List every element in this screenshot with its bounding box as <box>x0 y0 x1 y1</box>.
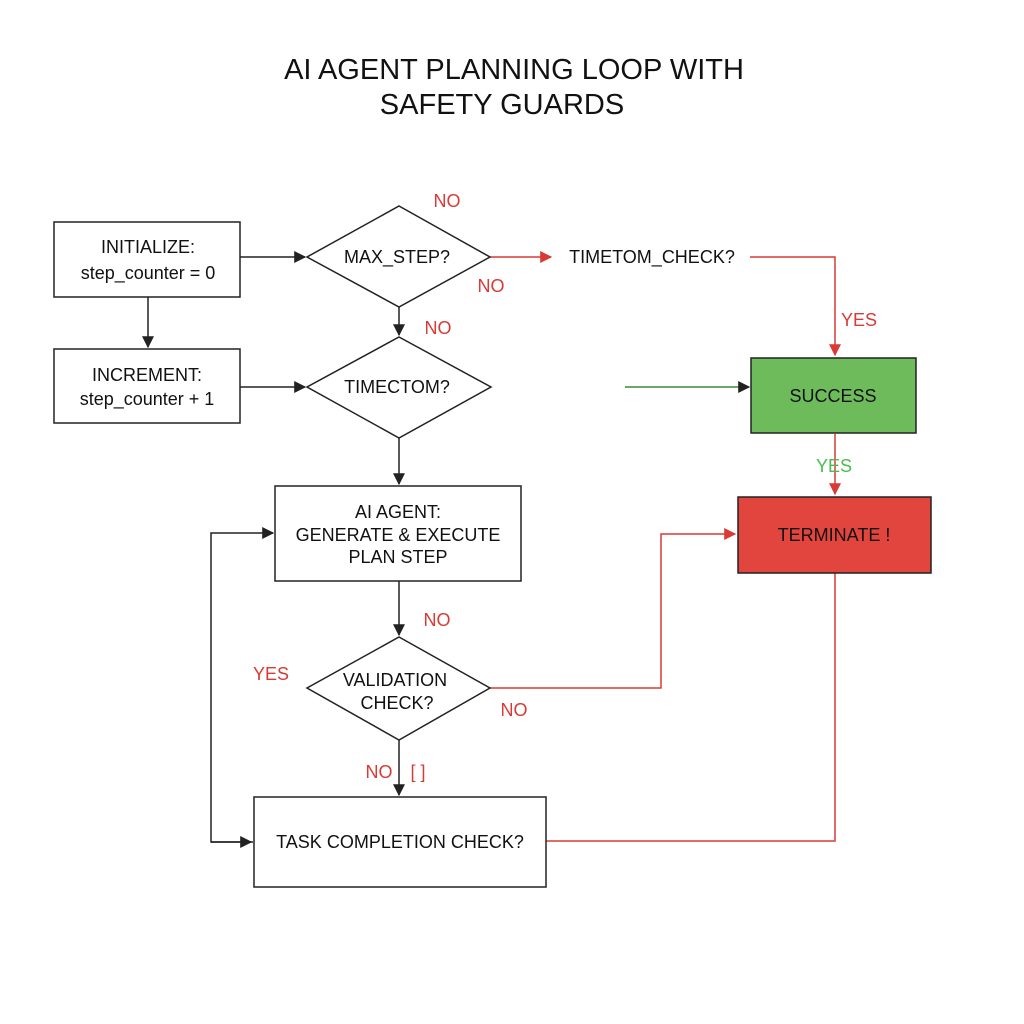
initialize-label: INITIALIZE: <box>101 237 195 257</box>
task-completion-label: TASK COMPLETION CHECK? <box>276 832 524 852</box>
timectom-diamond <box>305 336 493 439</box>
ai-agent-label-1: AI AGENT: <box>355 502 441 522</box>
edge-timetomcheck-to-success <box>750 256 841 357</box>
node-terminate: TERMINATE ! <box>737 496 932 574</box>
diagram-title-line-2: SAFETY GUARDS <box>380 89 624 121</box>
label-no-below-maxstep: NO <box>425 318 452 338</box>
node-increment: INCREMENT: step_counter + 1 <box>53 348 241 424</box>
terminate-box <box>737 496 932 574</box>
timetom-check-label: TIMETOM_CHECK? <box>569 247 735 268</box>
validation-label-1: VALIDATION <box>343 670 447 690</box>
initialize-detail: step_counter = 0 <box>81 263 216 284</box>
edge-loop-back-left <box>210 527 275 843</box>
success-box <box>750 357 917 434</box>
node-success: SUCCESS <box>750 357 917 434</box>
ai-agent-box <box>274 485 522 582</box>
node-task-completion: TASK COMPLETION CHECK? <box>253 796 547 888</box>
edge-task-to-terminate <box>546 573 836 842</box>
max-step-diamond <box>305 205 492 308</box>
label-no-top: NO <box>434 191 461 211</box>
timectom-label: TIMECTOM? <box>344 377 450 397</box>
node-timectom: TIMECTOM? <box>305 336 493 439</box>
label-no-above-validation: NO <box>424 610 451 630</box>
label-yes-into-success: YES <box>841 310 877 330</box>
label-no-right-of-maxstep: NO <box>478 276 505 296</box>
task-completion-box <box>253 796 547 888</box>
label-no-below-validation: NO <box>366 762 393 782</box>
increment-detail: step_counter + 1 <box>80 389 215 410</box>
edge-validation-to-terminate <box>490 528 737 689</box>
terminate-label: TERMINATE ! <box>778 525 891 545</box>
node-validation: VALIDATION CHECK? <box>305 636 492 741</box>
node-ai-agent: AI AGENT: GENERATE & EXECUTE PLAN STEP <box>274 485 522 582</box>
label-no-right-validation: NO <box>501 700 528 720</box>
validation-label-2: CHECK? <box>360 693 433 713</box>
increment-label: INCREMENT: <box>92 365 202 385</box>
ai-agent-label-3: PLAN STEP <box>348 547 447 567</box>
validation-diamond <box>305 636 492 741</box>
label-yes-into-terminate: YES <box>816 456 852 476</box>
node-max-step: MAX_STEP? <box>305 205 492 308</box>
max-step-label: MAX_STEP? <box>344 247 450 268</box>
increment-box <box>53 348 241 424</box>
label-bracket-mark: [ ] <box>410 762 425 782</box>
diagram-title-line-1: AI AGENT PLANNING LOOP WITH <box>284 54 744 86</box>
success-label: SUCCESS <box>789 386 876 406</box>
ai-agent-label-2: GENERATE & EXECUTE <box>296 525 501 545</box>
label-yes-left-validation: YES <box>253 664 289 684</box>
initialize-box <box>53 221 241 298</box>
node-initialize: INITIALIZE: step_counter = 0 <box>53 221 241 298</box>
